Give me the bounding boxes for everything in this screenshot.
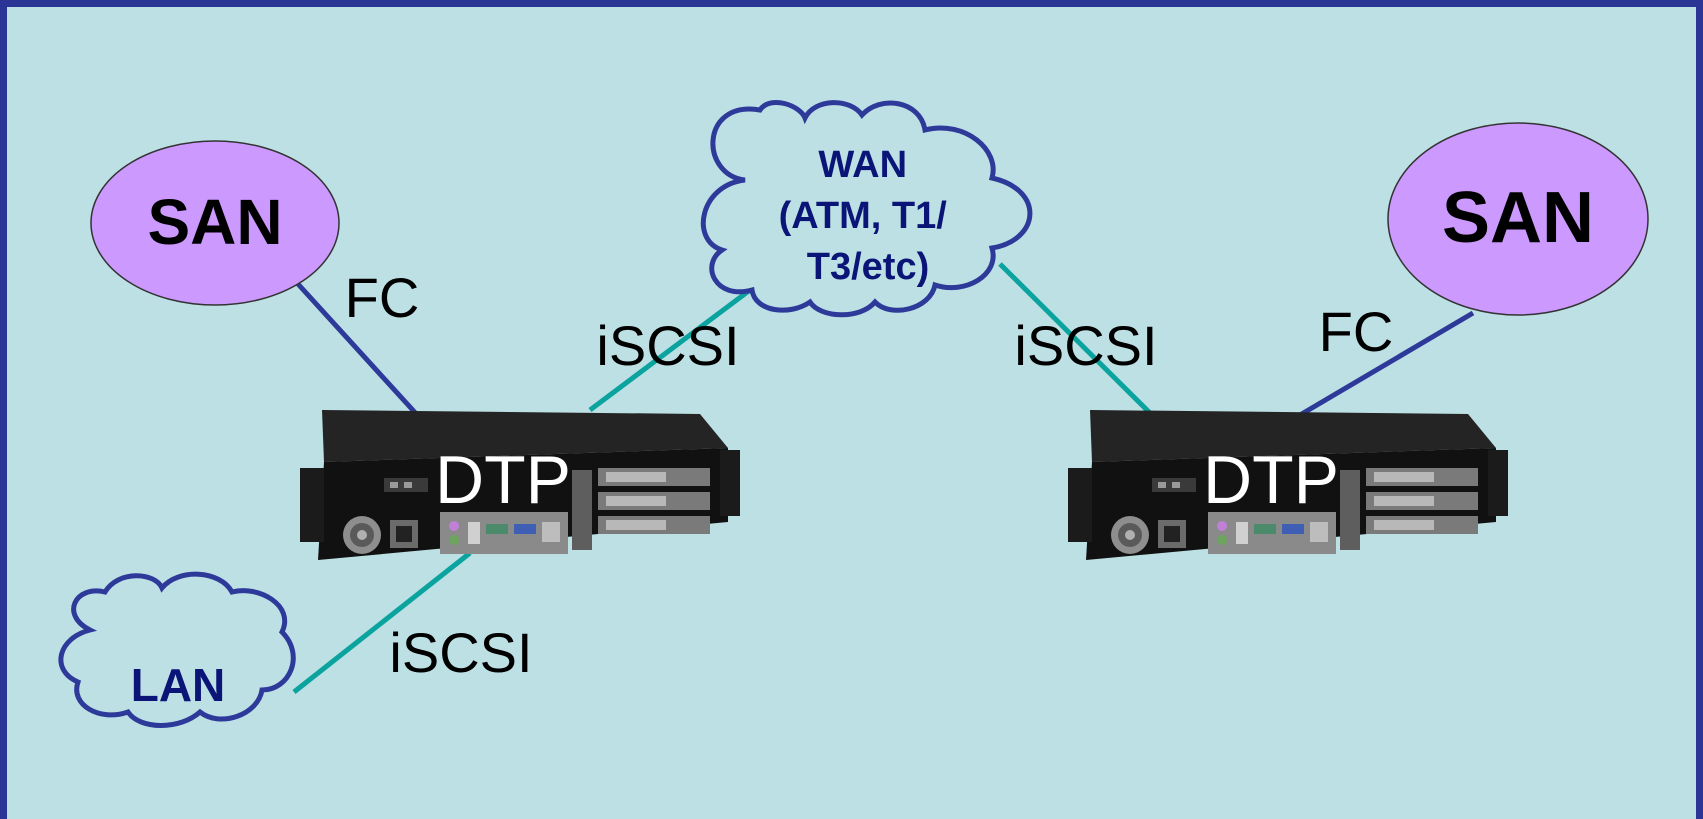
lan-cloud-shape bbox=[58, 571, 296, 728]
wan-label-line-1: WAN bbox=[818, 144, 907, 186]
wan-label-line-3: T3/etc) bbox=[807, 246, 929, 288]
dtp-right-label: DTP bbox=[1203, 442, 1339, 518]
iscsi-lan-label: iSCSI bbox=[389, 621, 532, 684]
san-left-ellipse bbox=[90, 140, 340, 306]
iscsi-wan-left-label: iSCSI bbox=[596, 314, 739, 377]
san-right-label: SAN bbox=[1442, 178, 1594, 258]
iscsi-link-wan-right bbox=[998, 262, 1157, 420]
dtp-left-label: DTP bbox=[435, 442, 571, 518]
iscsi-link-lan bbox=[292, 551, 472, 694]
fc-link-left bbox=[296, 282, 422, 420]
wan-label-line-2: (ATM, T1/ bbox=[779, 195, 948, 237]
fc-left-label: FC bbox=[345, 266, 420, 329]
san-right-ellipse bbox=[1387, 122, 1649, 316]
lan-label: LAN bbox=[131, 659, 226, 711]
fc-right-label: FC bbox=[1319, 300, 1394, 363]
san-left-node: SAN bbox=[90, 140, 340, 306]
iscsi-wan-right-label: iSCSI bbox=[1014, 314, 1157, 377]
fc-link-right bbox=[1298, 310, 1475, 418]
wan-cloud-shape bbox=[700, 100, 1033, 318]
wan-label: WAN (ATM, T1/ T3/etc) bbox=[779, 144, 958, 288]
lan-cloud-node: LAN bbox=[58, 571, 296, 728]
san-right-node: SAN bbox=[1387, 122, 1649, 316]
san-left-label: SAN bbox=[147, 186, 282, 258]
wan-cloud-node: WAN (ATM, T1/ T3/etc) bbox=[700, 100, 1033, 318]
iscsi-link-wan-left bbox=[588, 282, 760, 412]
